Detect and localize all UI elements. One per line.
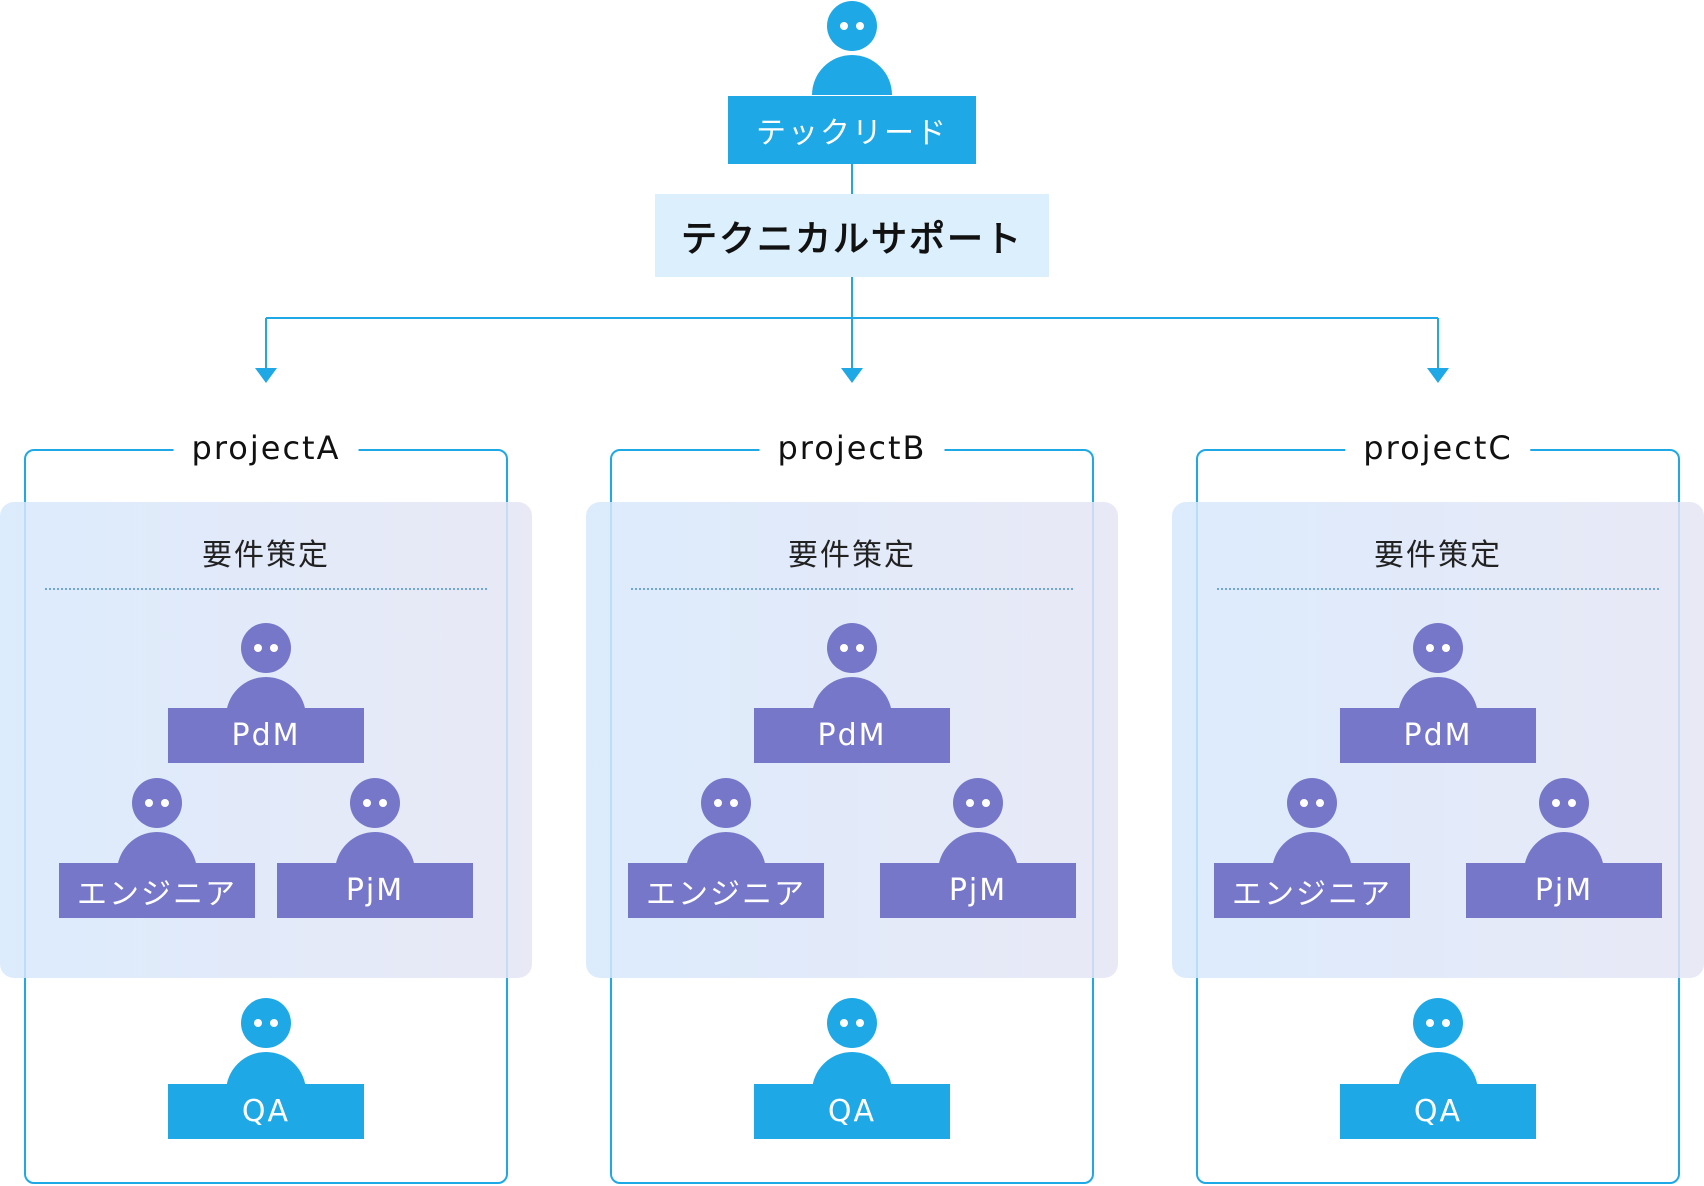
qa-label-a: QA	[241, 1094, 291, 1129]
technical-support-box: テクニカルサポート	[655, 194, 1049, 277]
pjm-box-a: PjM	[277, 863, 473, 918]
engineer-box-b: エンジニア	[628, 863, 824, 918]
pjm-label-c: PjM	[1534, 873, 1594, 908]
pjm-label-b: PjM	[948, 873, 1008, 908]
pjm-person-icon-a	[335, 778, 415, 872]
tech-lead-label: テックリード	[756, 116, 948, 151]
qa-box-b: QA	[754, 1084, 950, 1139]
engineer-person-icon-c	[1272, 778, 1352, 872]
engineer-box-c: エンジニア	[1214, 863, 1410, 918]
qa-person-icon-b	[812, 998, 892, 1092]
pdm-label-b: PdM	[817, 718, 887, 753]
qa-box-a: QA	[168, 1084, 364, 1139]
requirements-divider-c	[1217, 588, 1659, 590]
engineer-label-b: エンジニア	[646, 876, 806, 912]
requirements-divider-a	[45, 588, 487, 590]
pjm-box-b: PjM	[880, 863, 1076, 918]
requirements-label-c: 要件策定	[1374, 538, 1502, 573]
qa-label-b: QA	[827, 1094, 877, 1129]
tech-lead-person-icon	[812, 1, 892, 95]
pdm-person-icon-b	[812, 623, 892, 717]
requirements-divider-b	[631, 588, 1073, 590]
pjm-person-icon-b	[938, 778, 1018, 872]
qa-person-icon-a	[226, 998, 306, 1092]
pdm-person-icon-c	[1398, 623, 1478, 717]
qa-box-c: QA	[1340, 1084, 1536, 1139]
engineer-box-a: エンジニア	[59, 863, 255, 918]
engineer-label-c: エンジニア	[1232, 876, 1392, 912]
pjm-box-c: PjM	[1466, 863, 1662, 918]
pdm-box-b: PdM	[754, 708, 950, 763]
project-title-c: projectC	[1345, 428, 1531, 468]
pdm-box-c: PdM	[1340, 708, 1536, 763]
project-title-b: projectB	[759, 428, 945, 468]
project-title-a: projectA	[173, 428, 359, 468]
pjm-person-icon-c	[1524, 778, 1604, 872]
pdm-label-c: PdM	[1403, 718, 1473, 753]
arrowhead-b	[841, 368, 863, 383]
engineer-person-icon-b	[686, 778, 766, 872]
engineer-label-a: エンジニア	[77, 876, 237, 912]
pdm-label-a: PdM	[231, 718, 301, 753]
tech-lead-box: テックリード	[728, 96, 976, 164]
technical-support-label: テクニカルサポート	[680, 218, 1023, 260]
arrowhead-a	[255, 368, 277, 383]
engineer-person-icon-a	[117, 778, 197, 872]
qa-person-icon-c	[1398, 998, 1478, 1092]
requirements-label-b: 要件策定	[788, 538, 916, 573]
pdm-person-icon-a	[226, 623, 306, 717]
pjm-label-a: PjM	[345, 873, 405, 908]
requirements-label-a: 要件策定	[202, 538, 330, 573]
qa-label-c: QA	[1413, 1094, 1463, 1129]
arrowhead-c	[1427, 368, 1449, 383]
pdm-box-a: PdM	[168, 708, 364, 763]
